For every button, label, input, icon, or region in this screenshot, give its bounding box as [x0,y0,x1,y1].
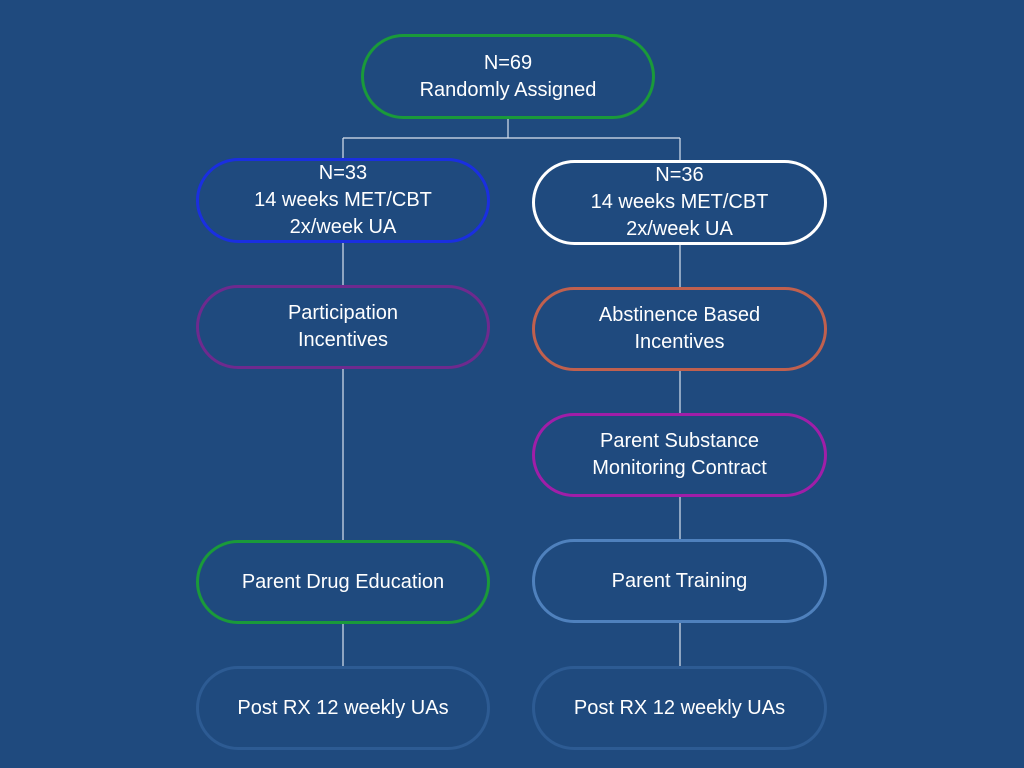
node-root-text: N=69 Randomly Assigned [419,51,597,101]
node-right-group-text: N=36 14 weeks MET/CBT 2x/week UA [590,164,769,240]
node-abstinence-incentives: Abstinence Based Incentives [532,287,827,371]
node-root: N=69 Randomly Assigned [361,34,655,119]
node-parent-training-text: Parent Training [611,569,748,592]
node-left-group: N=33 14 weeks MET/CBT 2x/week UA [196,158,490,243]
node-drug-education: Parent Drug Education [196,540,490,624]
node-post-right-text: Post RX 12 weekly UAs [573,696,786,719]
node-drug-education-text: Parent Drug Education [241,570,445,593]
node-participation-incentives: Participation Incentives [196,285,490,369]
node-left-group-text: N=33 14 weeks MET/CBT 2x/week UA [254,162,432,238]
node-monitoring-text: Parent Substance Monitoring Contract [592,430,767,479]
node-abstinence-text: Abstinence Based Incentives [598,304,761,353]
node-post-rx-right: Post RX 12 weekly UAs [532,666,827,750]
node-right-group: N=36 14 weeks MET/CBT 2x/week UA [532,160,827,245]
node-parent-training: Parent Training [532,539,827,623]
node-participation-text: Participation Incentives [287,302,399,351]
node-monitoring-contract: Parent Substance Monitoring Contract [532,413,827,497]
node-post-left-text: Post RX 12 weekly UAs [237,696,449,719]
node-post-rx-left: Post RX 12 weekly UAs [196,666,490,750]
